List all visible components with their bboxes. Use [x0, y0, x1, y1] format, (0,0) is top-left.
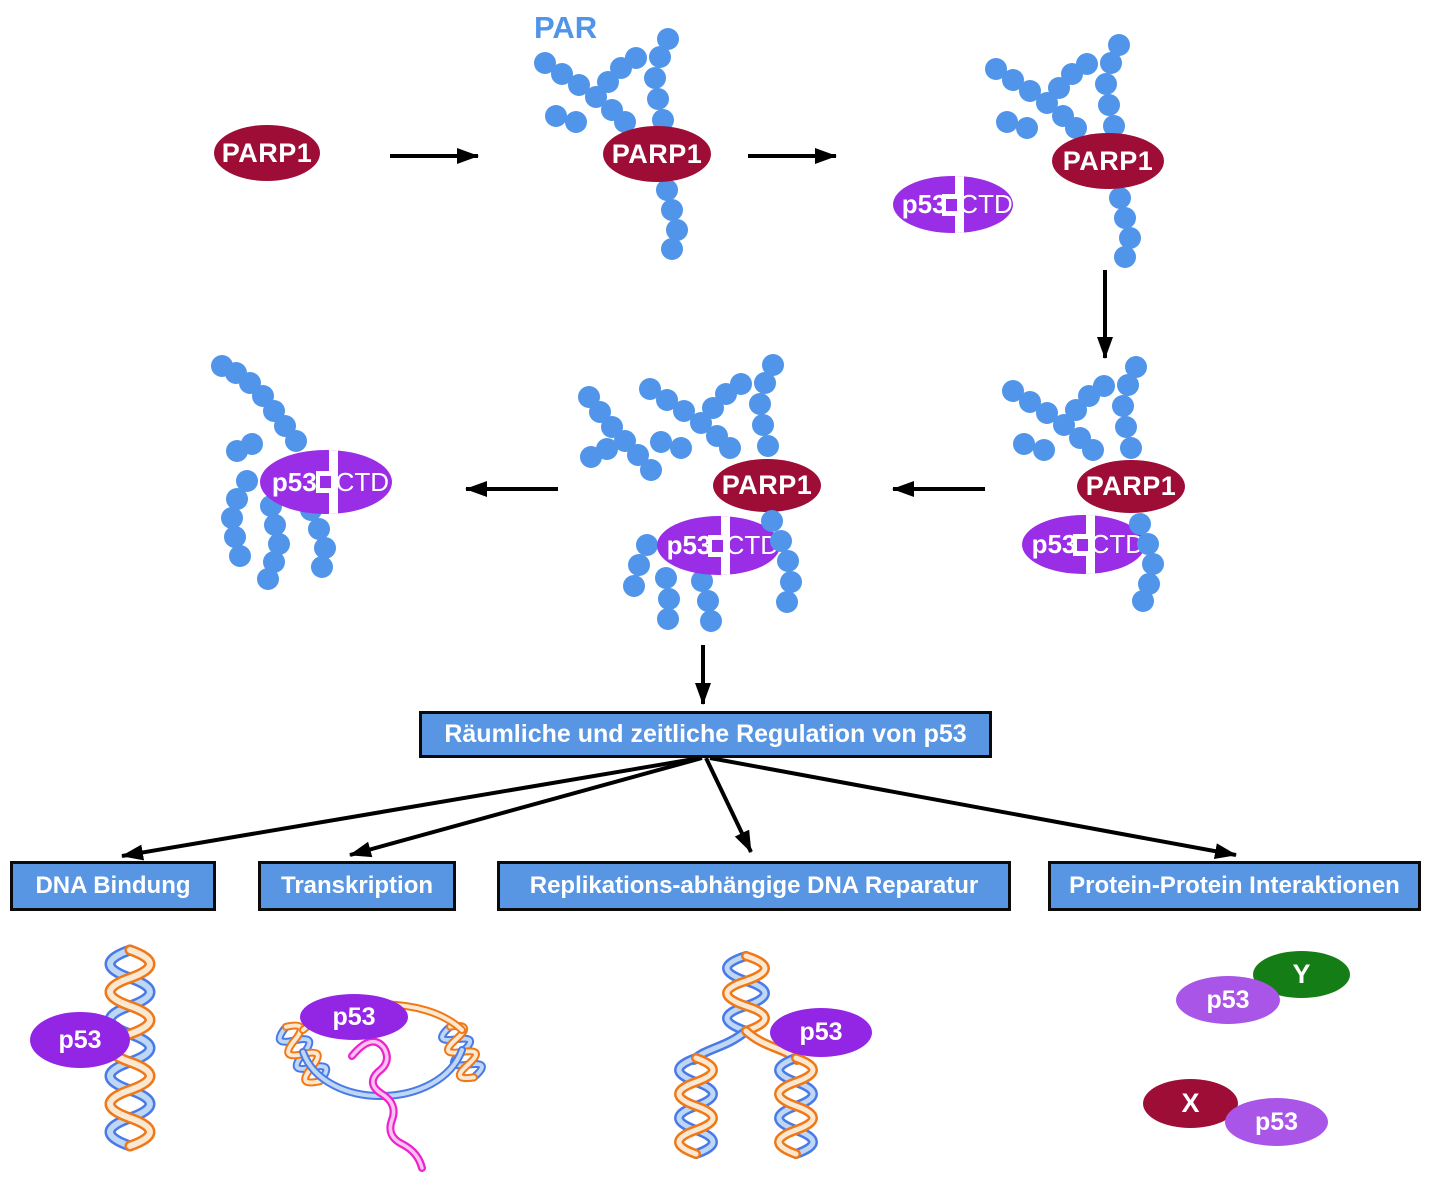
- ctd-domain-label: CTD: [959, 189, 1013, 219]
- p53-ellipse-replication: p53: [770, 1008, 872, 1057]
- par-chains-parp1-mid-right: [1002, 356, 1147, 461]
- p53-ctd-complex-parylated: p53 CTD: [260, 450, 392, 514]
- replication-fork: [674, 951, 818, 1159]
- ctd-domain-label: CTD: [1090, 529, 1145, 559]
- p53-domain-label: p53: [271, 466, 317, 497]
- arrow-to-protein-interaktionen: [709, 756, 1237, 860]
- category-box-transkription: Transkription: [258, 861, 456, 911]
- p53-ctd-complex-mid-center: p53 CTD: [657, 516, 780, 575]
- category-box-replikation: Replikations-abhängige DNA Reparatur: [497, 861, 1011, 911]
- p53-ellipse-dna-binding: p53: [30, 1012, 130, 1068]
- p53-ellipse-interaction-bottom: p53: [1225, 1098, 1328, 1146]
- arrow-to-replikation: [704, 757, 753, 853]
- p53-domain-label: p53: [901, 189, 947, 219]
- parp1-ellipse-top-right: PARP1: [1052, 133, 1164, 189]
- domain-gap: [707, 516, 730, 575]
- domain-gap: [942, 176, 965, 233]
- arrow-to-dna-bindung: [121, 756, 701, 861]
- parp1-ellipse-automodified: PARP1: [603, 126, 711, 182]
- p53-ctd-complex-mid-right: p53 CTD: [1022, 515, 1145, 574]
- p53-domain-label: p53: [666, 530, 712, 560]
- pathway-arrows: [121, 148, 1237, 861]
- category-box-protein-interaktionen: Protein-Protein Interaktionen: [1048, 861, 1421, 911]
- regulation-box: Räumliche und zeitliche Regulation von p…: [419, 711, 992, 758]
- par-label: PAR: [534, 10, 598, 45]
- p53-ellipse-interaction-top: p53: [1176, 976, 1280, 1024]
- protein-x-ellipse: X: [1143, 1079, 1238, 1128]
- ctd-domain-label: CTD: [725, 530, 780, 560]
- ctd-domain-label: CTD: [335, 466, 390, 497]
- category-box-dna-bindung: DNA Bindung: [10, 861, 216, 911]
- par-chains-center-complex: [578, 354, 784, 632]
- domain-gap: [315, 450, 338, 514]
- p53-domain-label: p53: [1031, 529, 1077, 559]
- parp1-ellipse-unmodified: PARP1: [214, 125, 320, 181]
- arrow-to-transkription: [349, 756, 703, 858]
- p53-ellipse-transcription: p53: [300, 994, 408, 1040]
- domain-gap: [1072, 515, 1095, 574]
- parp1-ellipse-mid-right: PARP1: [1077, 460, 1185, 513]
- p53-ctd-complex-free: p53 CTD: [893, 176, 1013, 233]
- parp1-ellipse-mid-center: PARP1: [713, 459, 821, 512]
